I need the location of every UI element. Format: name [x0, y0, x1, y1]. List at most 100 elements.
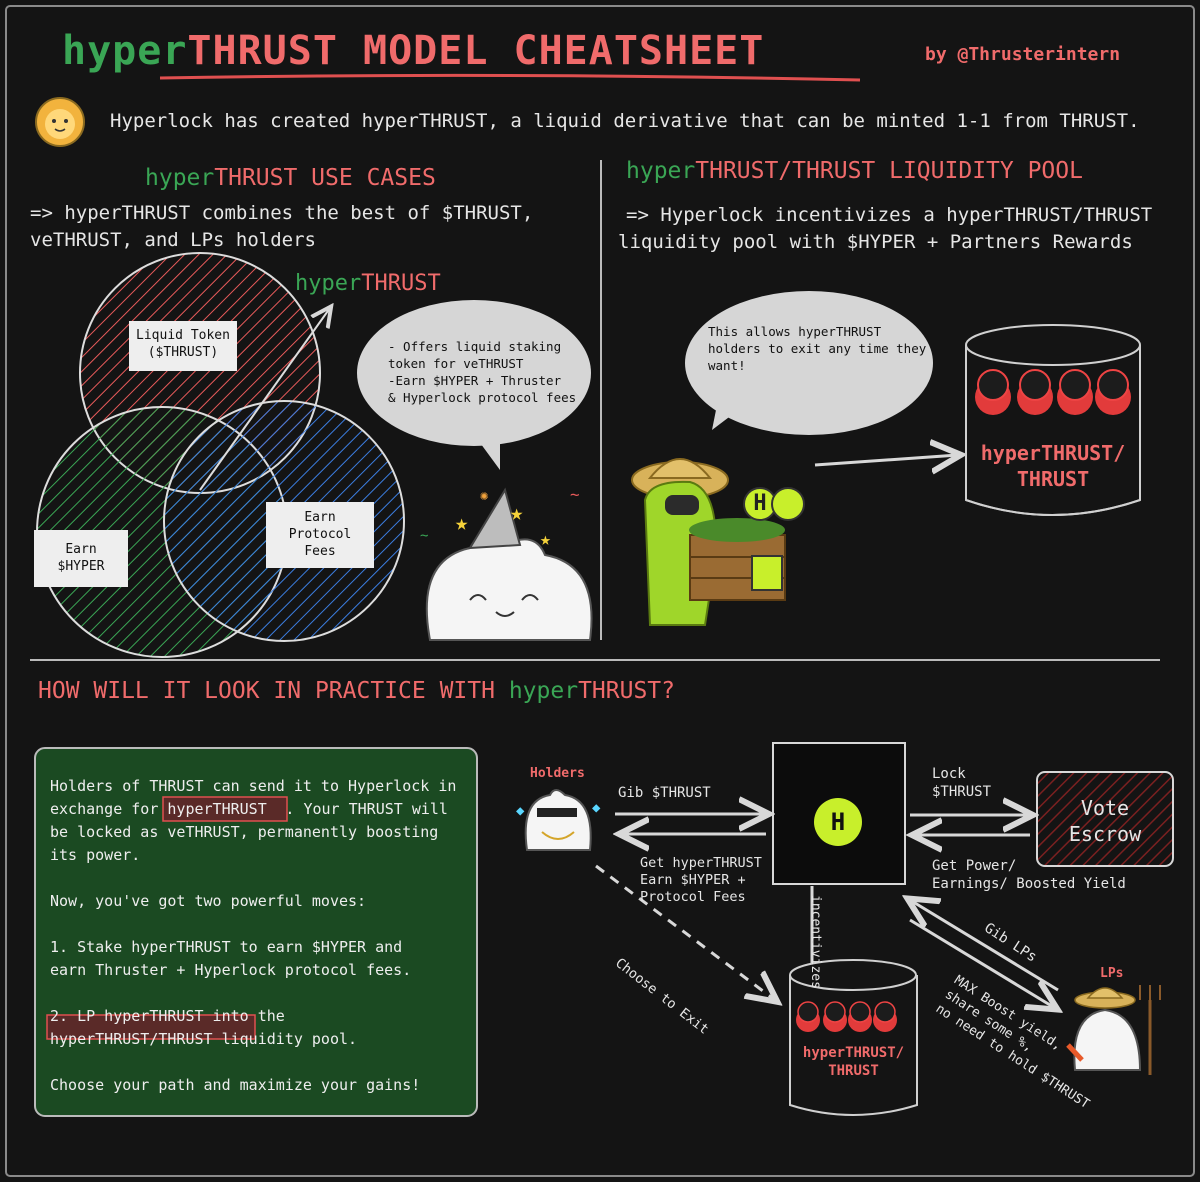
- pool-heading-hyper: hyper: [626, 158, 696, 184]
- arrow-max-boost: [909, 918, 1055, 1008]
- get-power-line-1: Get Power/: [932, 858, 1017, 874]
- svg-text:✺: ✺: [480, 488, 489, 504]
- vote-escrow-line-2: Escrow: [1068, 822, 1142, 846]
- practice-heading-post: THRUST?: [578, 678, 675, 704]
- thrust-token-icons: [975, 369, 1131, 415]
- pool-line-1: => Hyperlock incentivizes a hyperTHRUST/…: [626, 204, 1153, 226]
- venn-center-arrow: [199, 308, 330, 491]
- crate-h-icon: H: [753, 491, 767, 516]
- farmer-mascot: [631, 458, 805, 626]
- venn-label-fees-line-3: Fees: [304, 544, 336, 559]
- use-cases-bubble-line-2: token for veTHRUST: [388, 356, 524, 371]
- use-cases-bubble-line-1: - Offers liquid staking: [388, 339, 562, 354]
- small-cylinder-label: hyperTHRUST/ THRUST: [790, 1044, 917, 1080]
- explanation-p4-line-1: 2. LP hyperTHRUST into the: [50, 1007, 285, 1025]
- venn-label-box-hyper: [34, 530, 128, 587]
- venn-label-liquid-line-2: ($THRUST): [147, 345, 219, 360]
- venn-center-label: hyperTHRUST: [295, 271, 441, 296]
- get-power-line-2: Earnings/ Boosted Yield: [932, 876, 1126, 892]
- get-power-label: Get Power/ Earnings/ Boosted Yield: [932, 857, 1126, 893]
- explanation-p4-b: liquidity pool.: [212, 1030, 358, 1048]
- venn-label-fees-line-1: Earn: [304, 510, 336, 525]
- venn-label-liquid-line-1: Liquid Token: [136, 328, 230, 343]
- use-cases-line-2: veTHRUST, and LPs holders: [30, 229, 316, 251]
- venn-center-label-hyper: hyper: [295, 271, 362, 296]
- get-hyperthrust-line-3: Protocol Fees: [640, 889, 746, 905]
- arrow-gib-lps: [910, 900, 1059, 992]
- pool-heading: hyperTHRUST/THRUST LIQUIDITY POOL: [626, 158, 1083, 184]
- holders-label: Holders: [530, 766, 585, 781]
- get-hyperthrust-label: Get hyperTHRUST Earn $HYPER + Protocol F…: [640, 855, 762, 906]
- explanation-highlight-pool: hyperTHRUST/THRUST: [50, 1030, 213, 1048]
- highlight-hyperthrust: [162, 796, 288, 822]
- venn-label-hyper-line-2: $HYPER: [57, 559, 105, 574]
- pool-bubble-text: This allows hyperTHRUST holders to exit …: [708, 323, 926, 374]
- arrow-choose-exit: [595, 864, 775, 1000]
- lock-thrust-line-2: $THRUST: [932, 784, 992, 800]
- page-title-hyper: hyper: [62, 28, 188, 74]
- explanation-p1-line-1: Holders of THRUST can send it to Hyperlo…: [50, 777, 457, 795]
- small-cylinder-line-1: hyperTHRUST/: [802, 1045, 905, 1061]
- page-border: [5, 5, 1195, 1177]
- pool-heading-main: THRUST/THRUST LIQUIDITY POOL: [695, 158, 1083, 184]
- explanation-p3-line-1: 1. Stake hyperTHRUST to earn $HYPER and: [50, 938, 403, 956]
- holders-mascot: ◆ ◆: [516, 789, 601, 851]
- intro-avatar-icon: [35, 97, 85, 147]
- pool-cylinder-large: [965, 324, 1141, 516]
- page-title: hyperTHRUST MODEL CHEATSHEET: [62, 28, 764, 74]
- explanation-highlight-hyperthrust: hyperTHRUST: [167, 800, 267, 818]
- practice-heading: HOW WILL IT LOOK IN PRACTICE WITH hyperT…: [38, 678, 675, 704]
- explanation-p1-line-2: exchange for hyperTHRUST. Your THRUST wi…: [50, 798, 456, 821]
- pool-bubble-line-1: This allows hyperTHRUST: [708, 324, 882, 339]
- use-cases-heading-hyper: hyper: [145, 165, 215, 191]
- farmer-to-pool-arrow: [814, 455, 958, 465]
- lps-farmer-mascot: [1066, 985, 1161, 1075]
- practice-heading-hyper: hyper: [508, 678, 579, 704]
- lps-label: LPs: [1100, 966, 1124, 981]
- intro-text: Hyperlock has created hyperTHRUST, a liq…: [110, 110, 1140, 132]
- small-cylinder-line-2: THRUST: [828, 1063, 879, 1079]
- speech-bubble-use-cases: [357, 300, 591, 470]
- lock-thrust-label: Lock $THRUST: [932, 765, 991, 801]
- practice-heading-pre: HOW WILL IT LOOK IN PRACTICE WITH: [38, 678, 509, 704]
- explanation-p5: Choose your path and maximize your gains…: [50, 1076, 421, 1094]
- svg-text:★: ★: [510, 501, 523, 526]
- use-cases-bubble-text: - Offers liquid staking token for veTHRU…: [388, 338, 576, 406]
- incentivizes-label: incentivizes: [808, 895, 823, 989]
- vote-escrow-label: Vote Escrow: [1037, 795, 1173, 847]
- venn-center-label-main: THRUST: [361, 271, 441, 296]
- explanation-p1-c: . Your THRUST will: [285, 800, 448, 818]
- pool-cylinder-label: hyperTHRUST/ THRUST: [966, 440, 1140, 492]
- hub-h-letter: H: [830, 808, 846, 836]
- hyperlock-hub-icon: [814, 798, 862, 846]
- svg-text:★: ★: [455, 511, 468, 536]
- use-cases-line-1: => hyperTHRUST combines the best of $THR…: [30, 202, 534, 224]
- explanation-p1-line-3: be locked as veTHRUST, permanently boost…: [50, 823, 439, 841]
- get-hyperthrust-line-1: Get hyperTHRUST: [640, 855, 762, 871]
- speech-bubble-pool: [685, 291, 933, 435]
- get-hyperthrust-line-2: Earn $HYPER +: [640, 872, 746, 888]
- pool-bubble-line-3: want!: [708, 358, 746, 373]
- explanation-p1-line-4: its power.: [50, 846, 141, 864]
- explanation-text: Holders of THRUST can send it to Hyperlo…: [50, 775, 456, 1097]
- venn-diagram: [34, 252, 405, 658]
- party-cat-mascot: ★ ★ ★ ~ ~ ✺: [420, 485, 593, 641]
- pool-cylinder-small: [789, 959, 918, 1116]
- venn-label-earn-hyper: Earn $HYPER: [34, 541, 128, 575]
- flow-diagram: ◆ ◆: [516, 742, 1174, 1116]
- venn-label-liquid-token: Liquid Token ($THRUST): [129, 327, 237, 361]
- use-cases-heading-main: THRUST USE CASES: [214, 165, 436, 191]
- svg-text:◆: ◆: [516, 803, 525, 819]
- pool-bubble-line-2: holders to exit any time they: [708, 341, 927, 356]
- vote-escrow-line-1: Vote: [1080, 796, 1130, 820]
- venn-label-earn-fees: Earn Protocol Fees: [266, 509, 374, 560]
- use-cases-bubble-line-3: -Earn $HYPER + Thruster: [388, 373, 562, 388]
- use-cases-bubble-line-4: & Hyperlock protocol fees: [388, 390, 577, 405]
- page-title-main: THRUST MODEL CHEATSHEET: [187, 28, 765, 74]
- venn-label-box-liquid: [129, 321, 237, 371]
- explanation-p3-line-2: earn Thruster + Hyperlock protocol fees.: [50, 961, 412, 979]
- venn-label-hyper-line-1: Earn: [65, 542, 97, 557]
- svg-text:~: ~: [420, 528, 428, 544]
